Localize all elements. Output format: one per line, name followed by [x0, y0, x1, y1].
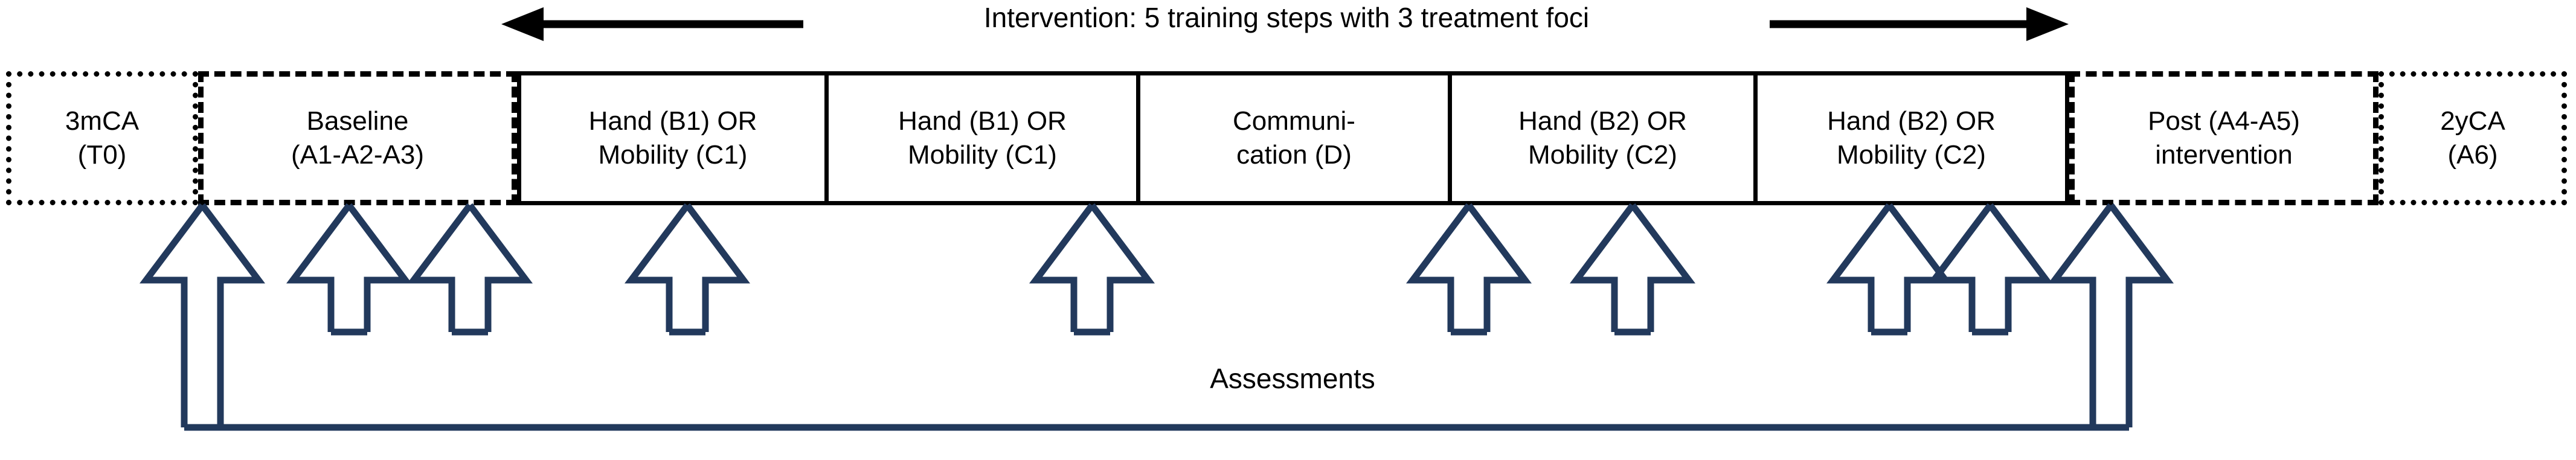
phase-box-step-2[interactable]: Hand (B1) OR Mobility (C1) [829, 71, 1140, 205]
assessment-arrow[interactable] [1826, 203, 1952, 332]
assessments-label: Assessments [1210, 363, 1375, 394]
phase-box-step-1[interactable]: Hand (B1) OR Mobility (C1) [517, 71, 829, 205]
phase-line-2: (T0) [77, 140, 127, 170]
assessment-arrows-group [140, 203, 2174, 431]
phase-line-1: Hand (B2) OR [1518, 106, 1687, 136]
arrow-left-icon [501, 7, 803, 41]
phase-line-1: Baseline [306, 106, 409, 136]
phase-box-step-2-text: Hand (B1) OR Mobility (C1) [893, 104, 1071, 173]
phase-line-1: Hand (B1) OR [588, 106, 757, 136]
intervention-span-arrows [501, 7, 2069, 41]
phase-box-pre-3mca-text: 3mCA (T0) [60, 104, 144, 173]
phase-box-step-3[interactable]: Communi- cation (D) [1140, 71, 1452, 205]
phase-line-1: Communi- [1233, 106, 1355, 136]
assessment-arrow[interactable] [1406, 203, 1532, 332]
phase-line-1: Hand (B1) OR [898, 106, 1067, 136]
phase-box-step-5[interactable]: Hand (B2) OR Mobility (C2) [1758, 71, 2069, 205]
phase-line-1: 3mCA [65, 106, 140, 136]
assessment-arrow[interactable] [140, 203, 265, 427]
phase-line-2: Mobility (C1) [908, 140, 1057, 170]
phase-line-1: Hand (B2) OR [1827, 106, 1996, 136]
phase-box-step-3-text: Communi- cation (D) [1228, 104, 1360, 173]
phase-line-2: Mobility (C2) [1528, 140, 1677, 170]
assessment-arrow[interactable] [1570, 203, 1695, 332]
phase-box-step-1-text: Hand (B1) OR Mobility (C1) [584, 104, 762, 173]
phase-line-2: intervention [2155, 140, 2293, 170]
intervention-header: Intervention: 5 training steps with 3 tr… [0, 0, 2576, 66]
phase-line-1: Post (A4-A5) [2148, 106, 2300, 136]
assessment-arrow[interactable] [1927, 203, 2053, 332]
phase-box-follow-up-2yca-text: 2yCA (A6) [2435, 104, 2510, 173]
phase-box-pre-3mca[interactable]: 3mCA (T0) [6, 71, 198, 205]
phase-box-follow-up-2yca[interactable]: 2yCA (A6) [2378, 71, 2567, 205]
phase-box-baseline[interactable]: Baseline (A1-A2-A3) [198, 71, 517, 205]
intervention-header-label: Intervention: 5 training steps with 3 tr… [983, 2, 1590, 33]
phase-line-2: Mobility (C2) [1837, 140, 1986, 170]
assessment-arrow[interactable] [2048, 203, 2174, 427]
assessment-arrow[interactable] [286, 203, 412, 332]
phase-box-step-4-text: Hand (B2) OR Mobility (C2) [1514, 104, 1692, 173]
phase-line-2: Mobility (C1) [598, 140, 748, 170]
assessment-arrow[interactable] [1029, 203, 1155, 332]
phase-boxes-row: 3mCA (T0) Baseline (A1-A2-A3) Hand (B1) … [0, 71, 2576, 205]
phase-line-1: 2yCA [2440, 106, 2505, 136]
arrow-right-icon [1770, 7, 2069, 41]
phase-line-2: cation (D) [1236, 140, 1352, 170]
phase-box-post-intervention-text: Post (A4-A5) intervention [2143, 104, 2305, 173]
phase-line-2: (A1-A2-A3) [291, 140, 425, 170]
phase-box-baseline-text: Baseline (A1-A2-A3) [286, 104, 429, 173]
assessment-arrow[interactable] [625, 203, 750, 332]
assessment-arrow[interactable] [407, 203, 533, 332]
phase-box-step-4[interactable]: Hand (B2) OR Mobility (C2) [1452, 71, 1758, 205]
phase-box-post-intervention[interactable]: Post (A4-A5) intervention [2069, 71, 2378, 205]
phase-box-step-5-text: Hand (B2) OR Mobility (C2) [1822, 104, 2000, 173]
phase-line-2: (A6) [2447, 140, 2498, 170]
